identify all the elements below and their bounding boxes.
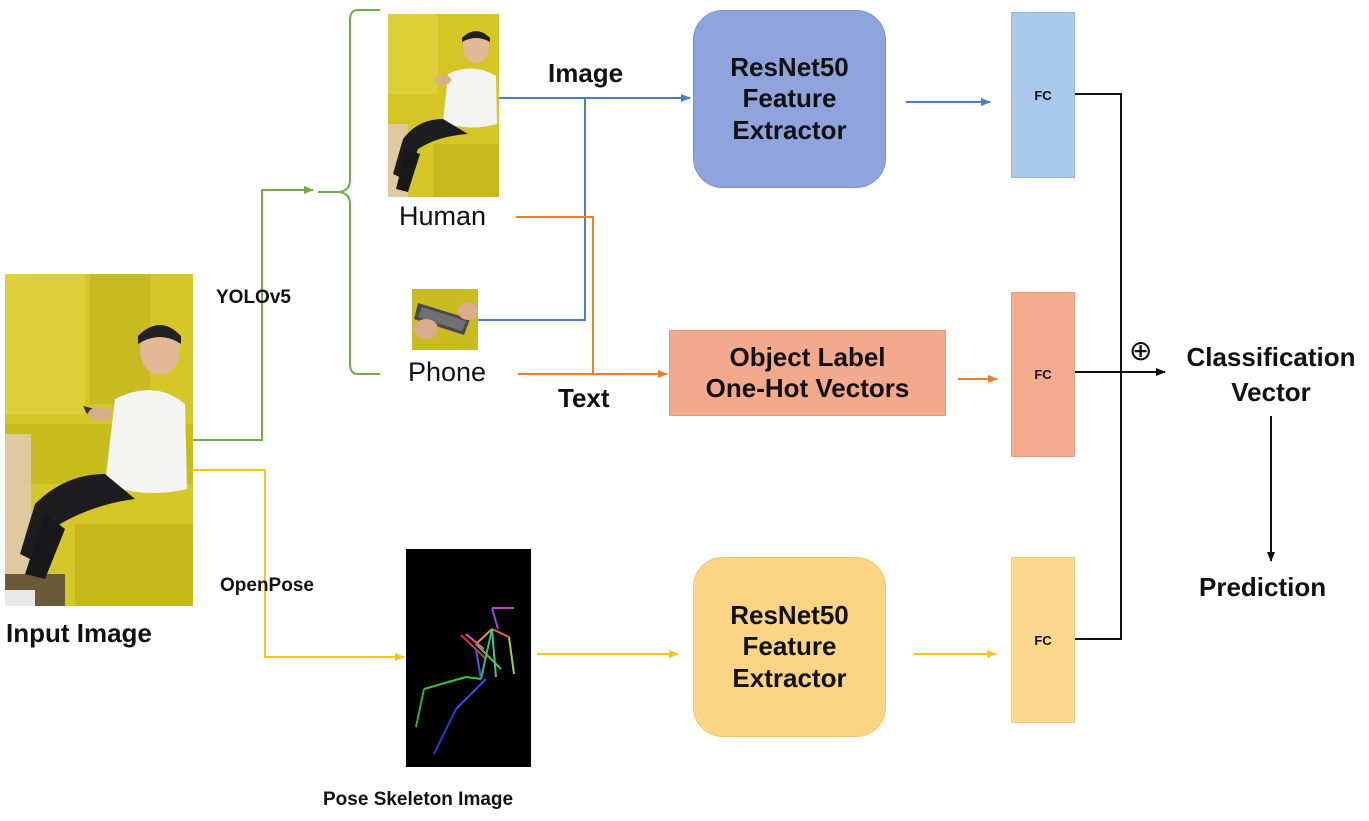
phone-label: Phone — [408, 357, 487, 387]
human-crop-image — [388, 14, 499, 197]
resnet-feature-extractor-bottom: ResNet50 Feature Extractor — [693, 557, 886, 737]
input-image-label: Input Image — [6, 618, 152, 648]
human-text-line — [516, 216, 594, 374]
yolo-label: YOLOv5 — [216, 287, 291, 308]
yolo-arrow — [193, 186, 314, 441]
fc-layer-image: FC — [1011, 12, 1075, 178]
openpose-arrow — [193, 469, 405, 661]
object-label-onehot-box: Object Label One-Hot Vectors — [669, 330, 946, 416]
fc-top-line — [1075, 93, 1122, 640]
input-image — [5, 274, 193, 606]
pose-skeleton-label: Pose Skeleton Image — [323, 789, 514, 810]
phone-crop-image — [412, 289, 478, 350]
detection-brace — [339, 9, 380, 375]
phone-image-line — [478, 98, 586, 321]
resnet-feature-extractor-top: ResNet50 Feature Extractor — [693, 10, 886, 188]
classification-vector-label: Classification Vector — [1186, 342, 1356, 408]
image-path-label: Image — [548, 58, 624, 88]
text-path-label: Text — [558, 383, 610, 413]
pose-skeleton-image — [406, 549, 531, 767]
human-label: Human — [399, 201, 487, 231]
concat-symbol: ⊕ — [1129, 335, 1153, 366]
openpose-label: OpenPose — [220, 575, 314, 596]
prediction-label: Prediction — [1199, 572, 1327, 602]
fc-layer-text: FC — [1011, 292, 1075, 457]
fc-layer-pose: FC — [1011, 557, 1075, 723]
